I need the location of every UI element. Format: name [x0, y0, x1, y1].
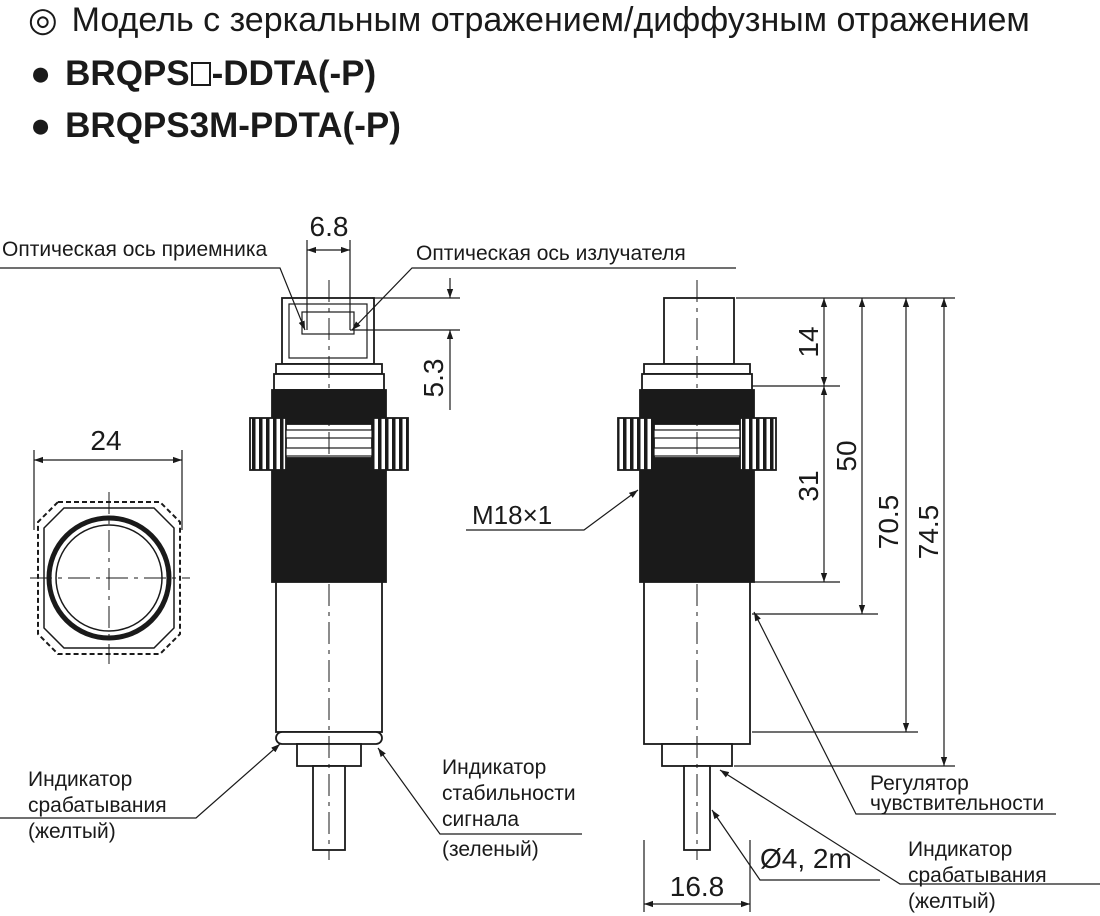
dim-h-74-5: 74.5 [913, 505, 944, 560]
dim-thread: M18×1 [472, 500, 552, 530]
placeholder-box-icon [190, 62, 211, 86]
dim-h-31: 31 [793, 470, 824, 501]
dim-bottom-width: 16.8 [670, 871, 725, 902]
front-dimensions [0, 240, 736, 410]
bullet-icon: ● [30, 106, 52, 145]
dim-lens-offset: 5.3 [418, 359, 449, 398]
dim-nut-width: 24 [90, 425, 121, 456]
front-view [249, 280, 409, 860]
dim-h-14: 14 [793, 326, 824, 357]
heading-model-2: ● BRQPS3M-PDTA(-P) [30, 104, 401, 148]
label-op-ind2-1: Индикатор [908, 838, 1012, 861]
front-indicator-leaders [0, 743, 582, 835]
side-dimensions [466, 297, 1100, 912]
dim-h-50: 50 [831, 440, 862, 471]
label-op-ind2-3: (желтый) [908, 890, 996, 913]
label-st-ind-4: (зеленый) [442, 838, 539, 861]
label-op-ind-2: срабатывания [28, 794, 167, 817]
heading-line-1: ◎ Модель с зеркальным отражением/диффузн… [28, 0, 1030, 40]
label-st-ind-1: Индикатор [442, 756, 546, 779]
label-op-ind-3: (желтый) [28, 820, 116, 843]
dim-width-top: 6.8 [310, 211, 349, 242]
heading-model-1: ● BRQPS -DDTA(-P) [30, 52, 376, 96]
label-op-ind-1: Индикатор [28, 768, 132, 791]
model-1-prefix: BRQPS [65, 54, 190, 93]
label-emitter-axis: Оптическая ось излучателя [416, 242, 686, 265]
double-circle-icon: ◎ [28, 1, 58, 39]
label-sens-1: Регулятор [870, 772, 969, 795]
dim-h-70-5: 70.5 [873, 495, 904, 550]
heading-title: Модель с зеркальным отражением/диффузным… [71, 1, 1030, 39]
label-sens-2: чувствительности [870, 792, 1044, 815]
model-1-suffix: -DDTA(-P) [211, 54, 377, 93]
label-op-ind2-2: срабатывания [908, 864, 1047, 887]
bullet-icon: ● [30, 54, 52, 93]
label-st-ind-2: стабильности [442, 782, 576, 805]
label-st-ind-3: сигнала [442, 808, 519, 831]
model-2: BRQPS3M-PDTA(-P) [65, 106, 401, 145]
nut-top-view [30, 450, 190, 664]
side-view [617, 280, 777, 860]
label-receiver-axis: Оптическая ось приемника [2, 238, 268, 261]
dim-cable: Ø4, 2m [760, 843, 852, 874]
